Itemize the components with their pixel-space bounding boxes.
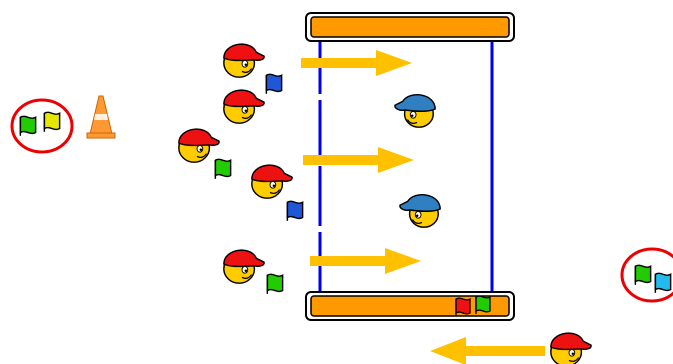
- red-cap-player-icon: [178, 128, 220, 163]
- flag-icon: [214, 158, 232, 180]
- red-cap-player-icon: [550, 332, 592, 364]
- flag-icon: [19, 115, 37, 137]
- flag-icon: [286, 200, 304, 222]
- blue-cap-player-icon: [399, 193, 441, 228]
- flag-icon: [265, 73, 283, 95]
- red-cap-player-icon: [223, 249, 265, 284]
- top-bench-icon: [305, 12, 515, 42]
- arrow-icon: [430, 337, 545, 364]
- flag-icon: [654, 272, 672, 294]
- red-cap-player-icon: [223, 43, 265, 78]
- flag-icon: [634, 264, 652, 286]
- arrow-icon: [303, 147, 414, 173]
- red-cap-player-icon: [223, 89, 265, 124]
- circled-flags-left: [10, 98, 74, 154]
- arrow-icon: [301, 50, 412, 76]
- cone-icon: [86, 95, 116, 139]
- flag-icon: [266, 273, 284, 295]
- red-cap-player-icon: [251, 164, 293, 199]
- flag-icon: [43, 111, 61, 133]
- circled-flags-right: [620, 247, 673, 303]
- arrow-icon: [310, 248, 421, 274]
- blue-cap-player-icon: [394, 93, 436, 128]
